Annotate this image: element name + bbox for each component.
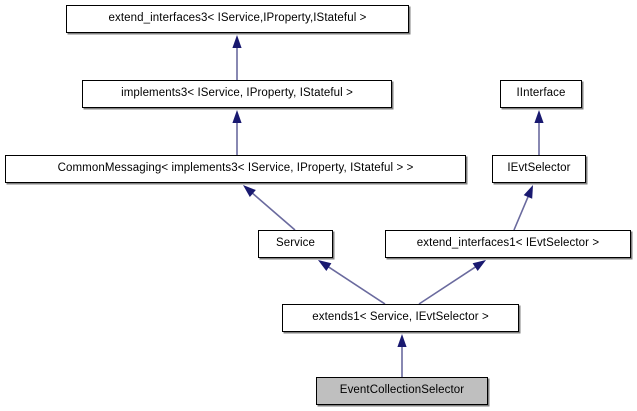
class-node-implements3[interactable]: implements3< IService, IProperty, IState… xyxy=(82,80,392,108)
inheritance-arrow-extend_interfaces1-to-ievtselector xyxy=(513,185,533,231)
class-node-event_collection_selector[interactable]: EventCollectionSelector xyxy=(316,377,488,405)
inheritance-arrow-extends1-to-extend_interfaces1 xyxy=(418,260,486,305)
inheritance-arrow-ievtselector-to-iinterface xyxy=(534,110,544,155)
class-node-extend_interfaces3[interactable]: extend_interfaces3< IService,IProperty,I… xyxy=(66,5,409,33)
class-node-iinterface[interactable]: IInterface xyxy=(500,80,582,108)
class-node-common_messaging[interactable]: CommonMessaging< implements3< IService, … xyxy=(5,155,466,183)
inheritance-arrow-service-to-common_messaging xyxy=(243,185,296,231)
inheritance-arrow-event_collection_selector-to-extends1 xyxy=(397,334,407,377)
class-node-extend_interfaces1[interactable]: extend_interfaces1< IEvtSelector > xyxy=(385,230,631,258)
inheritance-arrow-extends1-to-service xyxy=(318,260,386,305)
inheritance-arrow-implements3-to-extend_interfaces3 xyxy=(232,35,242,80)
class-node-service[interactable]: Service xyxy=(258,230,333,258)
class-node-ievtselector[interactable]: IEvtSelector xyxy=(492,155,586,183)
inheritance-arrow-common_messaging-to-implements3 xyxy=(232,110,242,155)
class-node-extends1[interactable]: extends1< Service, IEvtSelector > xyxy=(282,304,519,332)
